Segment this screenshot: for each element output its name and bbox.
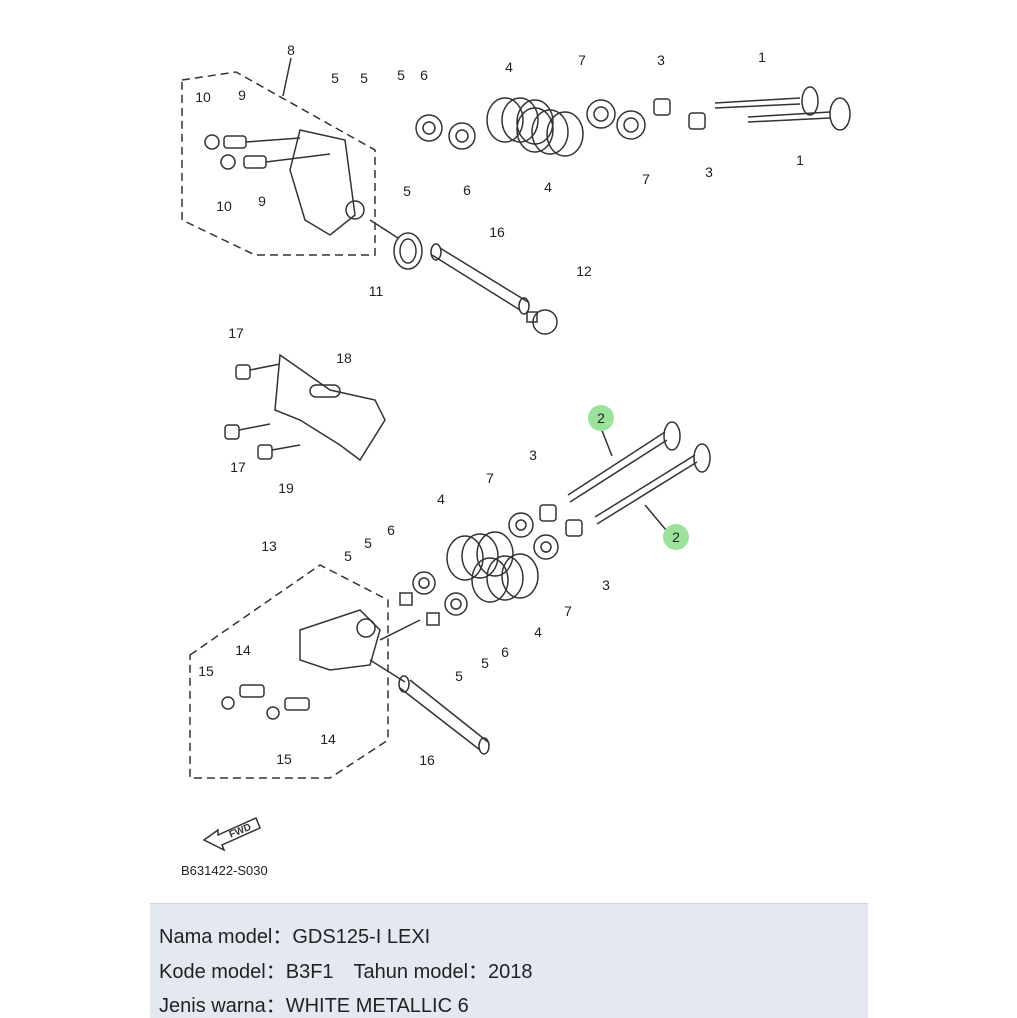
callout-number: 14 xyxy=(235,642,251,658)
callout-number: 15 xyxy=(198,663,214,679)
callout-number: 5 xyxy=(331,70,339,86)
callout-number: 4 xyxy=(437,491,445,507)
callout-number: 6 xyxy=(387,522,395,538)
callout-number: 3 xyxy=(705,164,713,180)
callout-number: 3 xyxy=(602,577,610,593)
callout-number: 18 xyxy=(336,350,352,366)
callout-number: 1 xyxy=(796,152,804,168)
callout-number: 11 xyxy=(368,283,384,299)
callout-number: 10 xyxy=(216,198,232,214)
callout-number: 4 xyxy=(505,59,513,75)
parts-diagram xyxy=(181,57,851,779)
callout-number: 16 xyxy=(419,752,435,768)
fwd-label: FWD xyxy=(228,822,253,841)
callout-number: 6 xyxy=(501,644,509,660)
callout-number: 5 xyxy=(481,655,489,671)
callout-number: 7 xyxy=(486,470,494,486)
callout-number: 5 xyxy=(403,183,411,199)
callout-number: 4 xyxy=(544,179,552,195)
callout-number: 6 xyxy=(420,67,428,83)
callout-number: 16 xyxy=(489,224,505,240)
callout-number: 15 xyxy=(276,751,292,767)
callout-number: 6 xyxy=(463,182,471,198)
callout-number: 12 xyxy=(576,263,592,279)
callout-number: 7 xyxy=(578,52,586,68)
figure-code: B631422-S030 xyxy=(181,863,268,878)
model-info-panel: Nama model：GDS125-I LEXI Kode model：B3F1… xyxy=(150,903,868,1018)
model-name: Nama model：GDS125-I LEXI xyxy=(159,926,431,948)
callout-number: 14 xyxy=(320,731,336,747)
callout-number: 9 xyxy=(238,87,246,103)
callout-number: 5 xyxy=(455,668,463,684)
callout-number: 3 xyxy=(529,447,537,463)
fwd-arrow-icon: FWD xyxy=(202,816,261,852)
color-type: Jenis warna：WHITE METALLIC 6 xyxy=(159,995,469,1017)
callout-number: 7 xyxy=(564,603,572,619)
callout-number: 9 xyxy=(258,193,266,209)
callout-highlighted[interactable]: 2 xyxy=(663,524,689,550)
callout-number: 17 xyxy=(230,459,246,475)
callout-number: 10 xyxy=(195,89,211,105)
callout-highlighted[interactable]: 2 xyxy=(588,405,614,431)
callout-number: 3 xyxy=(657,52,665,68)
callout-number: 4 xyxy=(534,624,542,640)
callout-number: 7 xyxy=(642,171,650,187)
callout-number: 5 xyxy=(360,70,368,86)
callout-number: 17 xyxy=(228,325,244,341)
callout-number: 5 xyxy=(344,548,352,564)
model-code-year: Kode model：B3F1 Tahun model：2018 xyxy=(159,961,533,983)
callout-number: 5 xyxy=(364,535,372,551)
callout-number: 5 xyxy=(397,67,405,83)
callout-number: 8 xyxy=(287,42,295,58)
callout-number: 1 xyxy=(758,49,766,65)
callout-number: 19 xyxy=(278,480,294,496)
callout-number: 13 xyxy=(261,538,277,554)
parts-drawing xyxy=(181,57,851,779)
